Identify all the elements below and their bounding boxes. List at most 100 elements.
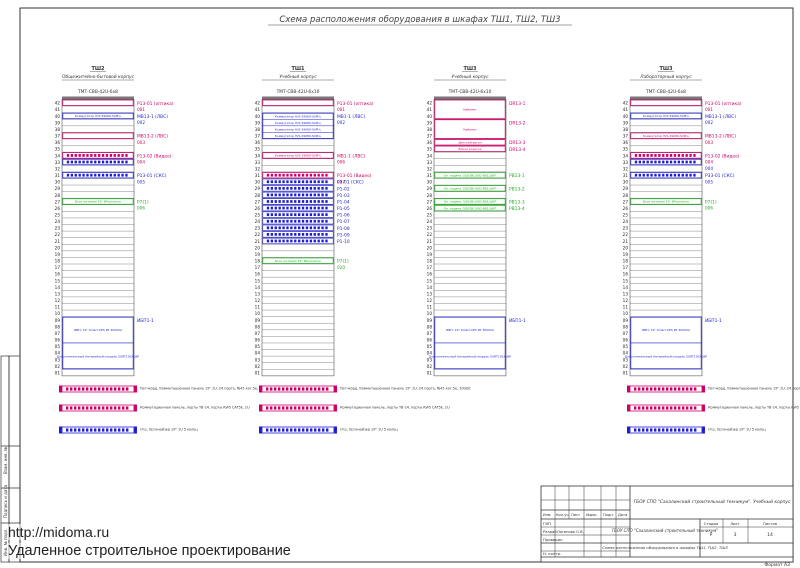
port-mark: [98, 387, 101, 391]
watermark-url[interactable]: http://midoma.ru: [8, 524, 110, 540]
legends-layer: Патчкорд. Коммутационная панель 19" 1U, …: [59, 385, 800, 434]
legend-bracket: [259, 385, 262, 393]
port-mark: [90, 387, 93, 391]
port-mark: [658, 387, 661, 391]
port-mark: [314, 387, 317, 391]
legend-group: Патчкорд. Коммутационная панель 19" 1U, …: [59, 385, 271, 434]
port-mark: [654, 428, 657, 432]
unit-number: 24: [427, 219, 433, 224]
port-mark: [305, 239, 309, 243]
port-mark: [294, 406, 297, 410]
unit-number: 08: [623, 324, 629, 329]
equipment-name: Р7(1): [337, 259, 349, 265]
equipment-unit[interactable]: Р13-01 (оптика)001: [262, 99, 374, 112]
port-mark: [634, 428, 637, 432]
equipment-code: 004: [705, 166, 713, 171]
equipment-name: Р1-08: [337, 226, 350, 232]
port-mark: [270, 200, 274, 203]
equipment-unit[interactable]: Р33-01 (СКС)005: [630, 171, 735, 184]
port-mark: [305, 193, 309, 197]
equipment-unit[interactable]: МВ13-2 (ЛВС)003: [62, 132, 168, 145]
equipment-unit[interactable]: ИБП, 19" Smart-UPS RT 3000VAДополнительн…: [429, 316, 526, 370]
port-mark: [301, 186, 305, 190]
cabinet-top: [262, 96, 334, 100]
port-mark: [646, 387, 649, 391]
equipment-unit[interactable]: [62, 158, 134, 166]
port-mark: [309, 219, 313, 223]
cabinet-building: Учебный корпус: [451, 74, 489, 80]
unit-number: 01: [55, 370, 61, 375]
port-mark: [674, 387, 677, 391]
unit-number: 03: [623, 357, 629, 362]
equipment-unit[interactable]: Р13-02 (Видео)004: [62, 152, 172, 165]
port-mark: [106, 428, 109, 432]
cabinet-id: ТШ3: [659, 66, 673, 72]
unit-number: 38: [255, 127, 261, 132]
port-mark: [642, 173, 645, 177]
port-mark: [301, 233, 305, 236]
unit-number: 22: [55, 232, 61, 237]
port-mark: [322, 428, 325, 432]
tb-header-cell: Дата: [618, 513, 627, 517]
port-mark: [654, 173, 657, 177]
port-mark: [673, 160, 677, 164]
equipment-name: Р1-09: [337, 232, 350, 238]
port-mark: [270, 213, 274, 217]
unit-number: 07: [55, 331, 61, 336]
port-mark: [326, 406, 329, 410]
equipment-unit[interactable]: ИБП, 19" Smart-UPS RT 3000VAДополнительн…: [57, 316, 154, 370]
port-mark: [274, 387, 277, 391]
equipment-unit[interactable]: Р13-01 (оптика)001: [630, 99, 742, 112]
port-mark: [106, 406, 109, 410]
unit-number: 15: [55, 278, 61, 283]
port-mark: [286, 200, 289, 203]
port-mark: [298, 226, 301, 230]
port-mark: [274, 193, 277, 197]
port-mark: [305, 213, 309, 217]
equipment-unit[interactable]: 004: [630, 158, 714, 171]
port-mark: [294, 219, 297, 223]
port-mark: [290, 226, 293, 230]
equipment-unit[interactable]: ИБП, 19" Smart-UPS RT 3000VAДополнительн…: [625, 316, 722, 370]
legend-bracket: [334, 385, 337, 393]
port-mark: [638, 154, 642, 157]
unit-number: 34: [255, 153, 261, 158]
equipment-unit[interactable]: Р13-01 (СКС)005: [62, 171, 167, 184]
port-mark: [290, 173, 293, 177]
unit-number: 09: [55, 318, 61, 323]
equipment-unit[interactable]: Р13-02 (Видео)004: [630, 152, 740, 165]
unit-number: 10: [623, 311, 629, 316]
equipment-unit[interactable]: Р13-01 (оптика)001: [62, 99, 174, 112]
equipment-unit[interactable]: Р1-01 (СКС)Р1-02Р1-03Р1-04Р1-05Р1-06Р1-0…: [262, 178, 364, 245]
equipment-unit[interactable]: Р13-01 (Видео)007: [262, 171, 372, 184]
port-mark: [317, 233, 320, 236]
port-mark: [690, 406, 693, 410]
port-mark: [693, 173, 696, 177]
cabinet-id: ТШ2: [91, 66, 105, 72]
unit-number: 31: [255, 173, 261, 178]
tb-header-cell: Лист: [571, 513, 580, 517]
equipment-box: [62, 198, 134, 205]
cabinet-building: Общежитейно-бытовой корпус: [62, 74, 135, 80]
tb-header-cell: №док.: [586, 513, 598, 517]
unit-number: 06: [623, 338, 629, 343]
port-mark: [117, 173, 120, 177]
legend-bracket: [59, 426, 62, 434]
port-mark: [274, 219, 277, 223]
